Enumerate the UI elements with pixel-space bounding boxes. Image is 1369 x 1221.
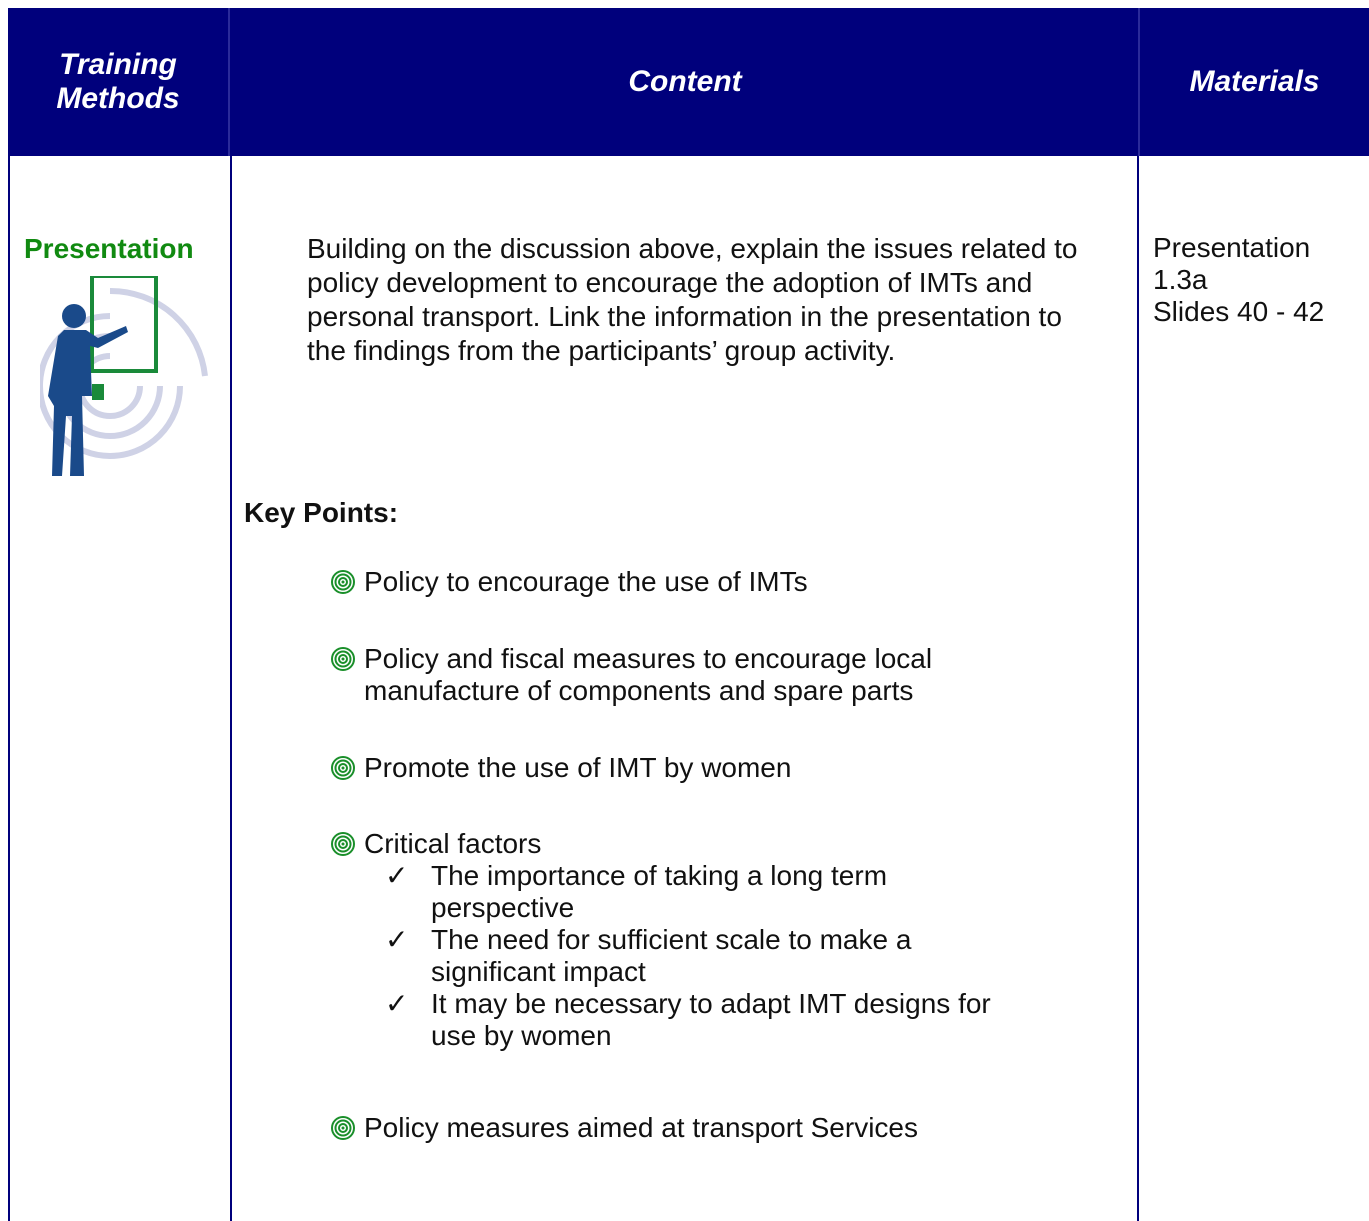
spiral-bullet-icon [330,755,356,781]
column-divider [1137,156,1139,1221]
checkmark-icon: ✓ [385,860,409,891]
key-point-text: Policy measures aimed at transport Servi… [364,1112,918,1143]
checkmark-icon: ✓ [385,924,409,955]
key-point-text: Promote the use of IMT by women [364,752,792,783]
key-point-text: Critical factors [364,828,542,859]
sub-point-text: The need for sufficient scale to make a … [431,924,912,987]
table-header: Training Methods Content Materials [8,8,1369,156]
materials-line: 1.3a [1153,264,1208,295]
key-point-item: Policy and fiscal measures to encourage … [330,643,932,706]
header-materials-label: Materials [1189,65,1320,98]
header-divider [228,8,230,156]
sub-point-text: It may be necessary to adapt IMT designs… [431,988,991,1051]
spiral-bullet-icon [330,646,356,672]
intro-paragraph: Building on the discussion above, explai… [307,233,1078,366]
key-point-item: Policy measures aimed at transport Servi… [330,1112,918,1143]
key-point-text: Policy to encourage the use of IMTs [364,566,808,597]
checkmark-icon: ✓ [385,988,409,1019]
key-points-heading: Key Points: [244,497,399,528]
key-point-item: Promote the use of IMT by women [330,752,791,783]
materials-cell: Presentation 1.3a Slides 40 - 42 [1153,232,1324,328]
sub-point-text: The importance of taking a long term per… [431,860,888,923]
spiral-bullet-icon [330,569,356,595]
materials-line: Presentation [1153,232,1311,263]
header-training-methods-label: Training Methods [56,48,180,115]
presenter-at-board-icon [37,274,216,476]
spiral-bullet-icon [330,1115,356,1141]
header-training-methods: Training Methods [8,8,228,156]
method-label: Presentation [24,233,194,264]
materials-line: Slides 40 - 42 [1153,296,1325,327]
spiral-bullet-icon [330,831,356,857]
column-divider [230,156,232,1221]
key-point-item: Critical factors [330,828,541,859]
key-point-text: Policy and fiscal measures to encourage … [364,643,933,706]
header-content: Content [230,8,1140,156]
key-point-item: Policy to encourage the use of IMTs [330,566,808,597]
header-divider [1138,8,1140,156]
table-left-border [8,156,10,1221]
header-content-label: Content [628,65,742,98]
header-materials: Materials [1140,8,1369,156]
